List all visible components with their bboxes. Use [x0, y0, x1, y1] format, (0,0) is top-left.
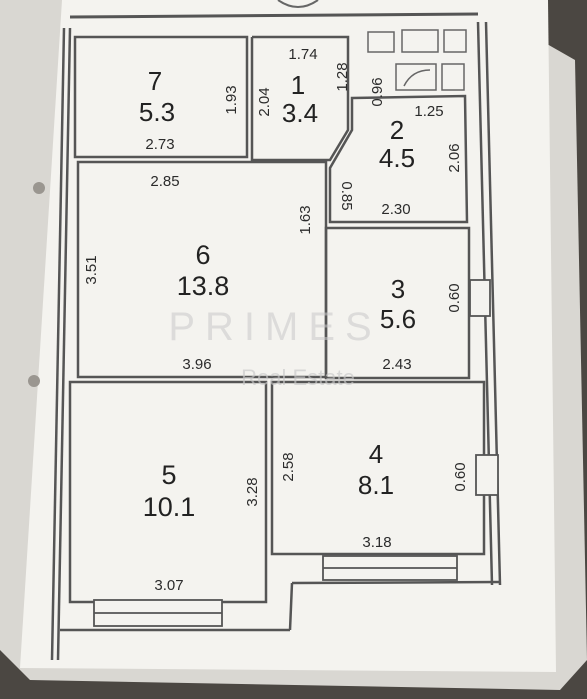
room-4-number: 4: [369, 439, 383, 469]
dim-3-28: 3.28: [244, 477, 261, 506]
room-1-area: 3.4: [282, 98, 318, 128]
dim-0-60-upper: 0.60: [446, 283, 463, 312]
dim-1-28: 1.28: [334, 62, 351, 91]
dim-0-60-lower: 0.60: [452, 462, 469, 491]
watermark-logo: PRIMES: [168, 305, 381, 349]
room-5-number: 5: [161, 460, 176, 490]
punch-hole-top: [33, 182, 45, 194]
room-5-area: 10.1: [143, 492, 196, 522]
room-labels: 7 5.3 1 3.4 2 4.5 6 13.8 3 5.6 5 10.1 4 …: [139, 66, 416, 522]
dim-0-85: 0.85: [338, 181, 355, 210]
room-7-area: 5.3: [139, 97, 175, 127]
dim-2-06: 2.06: [446, 143, 463, 172]
room-2-area: 4.5: [379, 143, 415, 173]
fixtures: [367, 29, 467, 91]
room-2-number: 2: [390, 115, 404, 145]
top-wall: [69, 12, 479, 19]
room-6-area: 13.8: [177, 271, 230, 301]
dim-1-93: 1.93: [223, 85, 240, 114]
dim-1-74: 1.74: [288, 46, 317, 63]
room-3-number: 3: [391, 274, 405, 304]
dim-2-43: 2.43: [382, 356, 411, 373]
room-6-number: 6: [195, 240, 210, 270]
dim-3-51: 3.51: [83, 255, 100, 284]
dim-2-04: 2.04: [256, 87, 273, 116]
dimension-labels: 1.74 1.93 2.04 1.28 0.96 1.25 2.06 2.73 …: [83, 46, 469, 594]
punch-hole-bottom: [28, 375, 40, 387]
dim-2-30: 2.30: [381, 201, 410, 218]
room-3-area: 5.6: [380, 304, 416, 334]
dim-2-85: 2.85: [150, 173, 179, 190]
room-7-number: 7: [148, 66, 162, 96]
room-1-number: 1: [291, 70, 305, 100]
dim-3-18: 3.18: [362, 534, 391, 551]
dim-2-73: 2.73: [145, 136, 174, 153]
dim-3-96: 3.96: [182, 356, 211, 373]
dim-3-07: 3.07: [154, 577, 183, 594]
room-4-area: 8.1: [358, 470, 394, 500]
windows: [93, 279, 499, 627]
dim-2-58: 2.58: [280, 452, 297, 481]
dim-0-96: 0.96: [369, 77, 386, 106]
dim-1-25: 1.25: [414, 103, 443, 120]
top-arc: [277, 0, 319, 8]
paper-sheet: [20, 0, 556, 672]
watermark-subtitle: Real Estate: [241, 365, 355, 390]
dim-1-63: 1.63: [297, 205, 314, 234]
